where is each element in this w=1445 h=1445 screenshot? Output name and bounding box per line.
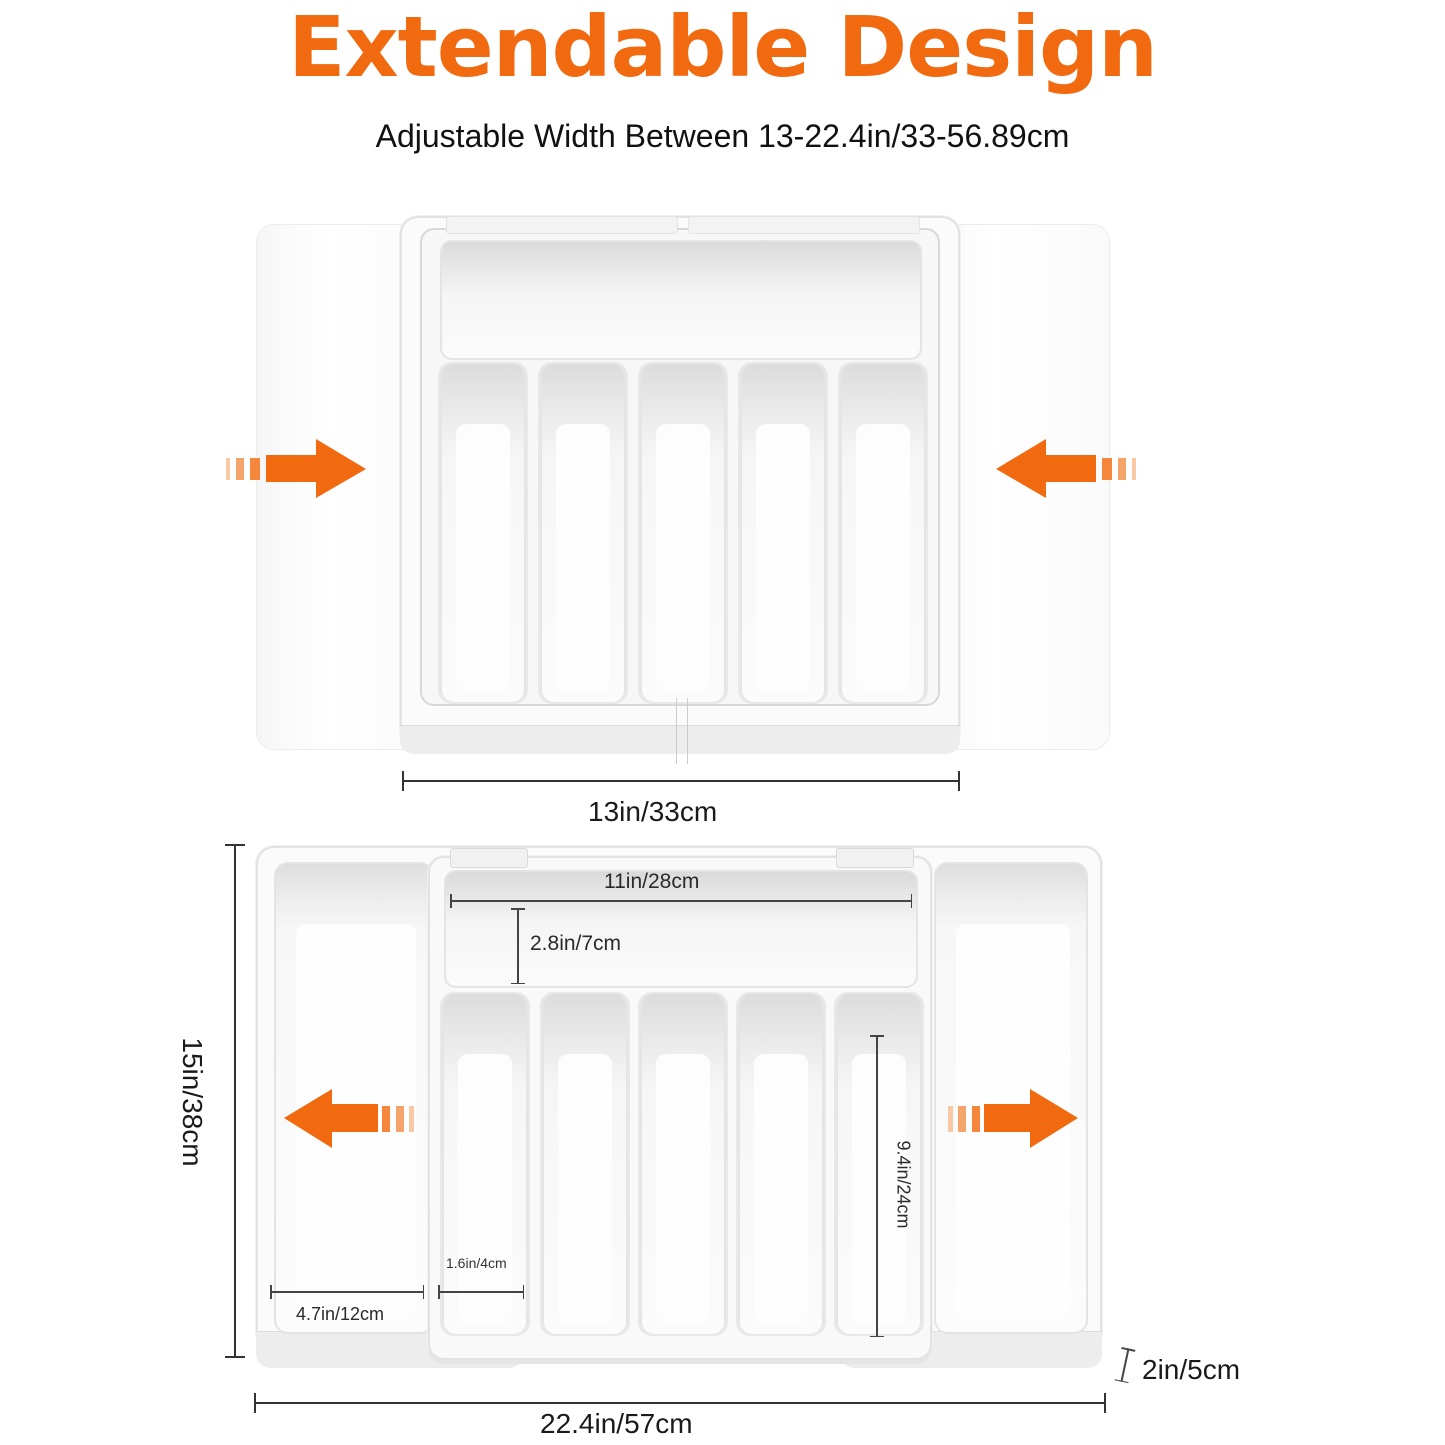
side-bin-width-label: 4.7in/12cm: [296, 1304, 385, 1324]
center-seam: [676, 698, 688, 764]
main-tray: [400, 216, 960, 764]
compartment-1: [440, 992, 530, 1336]
compartment-2: [540, 992, 630, 1336]
overall-height-label: 2in/5cm: [1142, 1354, 1241, 1385]
side-bin-width-line: [270, 1286, 424, 1297]
compartment-4: [736, 992, 826, 1336]
overall-width-label: 22.4in/57cm: [540, 1408, 693, 1439]
slide-tab-right: [688, 216, 920, 234]
compartment-5: [838, 362, 928, 704]
collapsed-tray-view: 13in/33cm: [0, 200, 1445, 840]
slide-tab-left: [450, 848, 528, 868]
compartment-3: [638, 362, 728, 704]
arrow-right-inward-icon: [224, 438, 368, 498]
compartment-length-line: [871, 1035, 882, 1337]
top-bin: [440, 240, 922, 360]
top-bin: [444, 870, 918, 988]
top-bin-depth-label: 2.8in/7cm: [530, 932, 622, 955]
top-bin-width-line: [450, 895, 912, 906]
compartment-5: [834, 992, 924, 1336]
extended-tray-view: 11in/28cm 2.8in/7cm 9.4in/24cm 1.6in/4cm…: [0, 830, 1445, 1445]
arrow-left-inward-icon: [994, 438, 1138, 498]
compartment-width-label: 1.6in/4cm: [446, 1255, 507, 1271]
compartment-3: [638, 992, 728, 1336]
compartment-2: [538, 362, 628, 704]
top-bin-depth-line: [512, 908, 523, 984]
headline-title: Extendable Design: [288, 0, 1158, 96]
compartment-4: [738, 362, 828, 704]
compartment-1: [438, 362, 528, 704]
overall-width-line: [254, 1393, 1106, 1413]
top-bin-width-label: 11in/28cm: [604, 870, 700, 893]
headline-subtitle: Adjustable Width Between 13-22.4in/33-56…: [375, 118, 1070, 154]
overall-depth-label: 15in/38cm: [177, 1037, 208, 1167]
compartment-width-line: [438, 1286, 524, 1297]
tray-base-lip: [400, 725, 960, 754]
slide-tab-right: [836, 848, 914, 868]
arrow-left-outward-icon: [282, 1088, 416, 1148]
collapsed-width-dimension-line: [402, 771, 960, 791]
collapsed-width-label: 13in/33cm: [588, 796, 718, 827]
overall-height-line: [1120, 1348, 1130, 1382]
arrow-right-outward-icon: [946, 1088, 1080, 1148]
overall-depth-line: [225, 844, 245, 1358]
center-tray-insert: [428, 848, 932, 1360]
slide-tab-left: [446, 216, 678, 234]
compartment-length-label: 9.4in/24cm: [893, 1140, 914, 1229]
